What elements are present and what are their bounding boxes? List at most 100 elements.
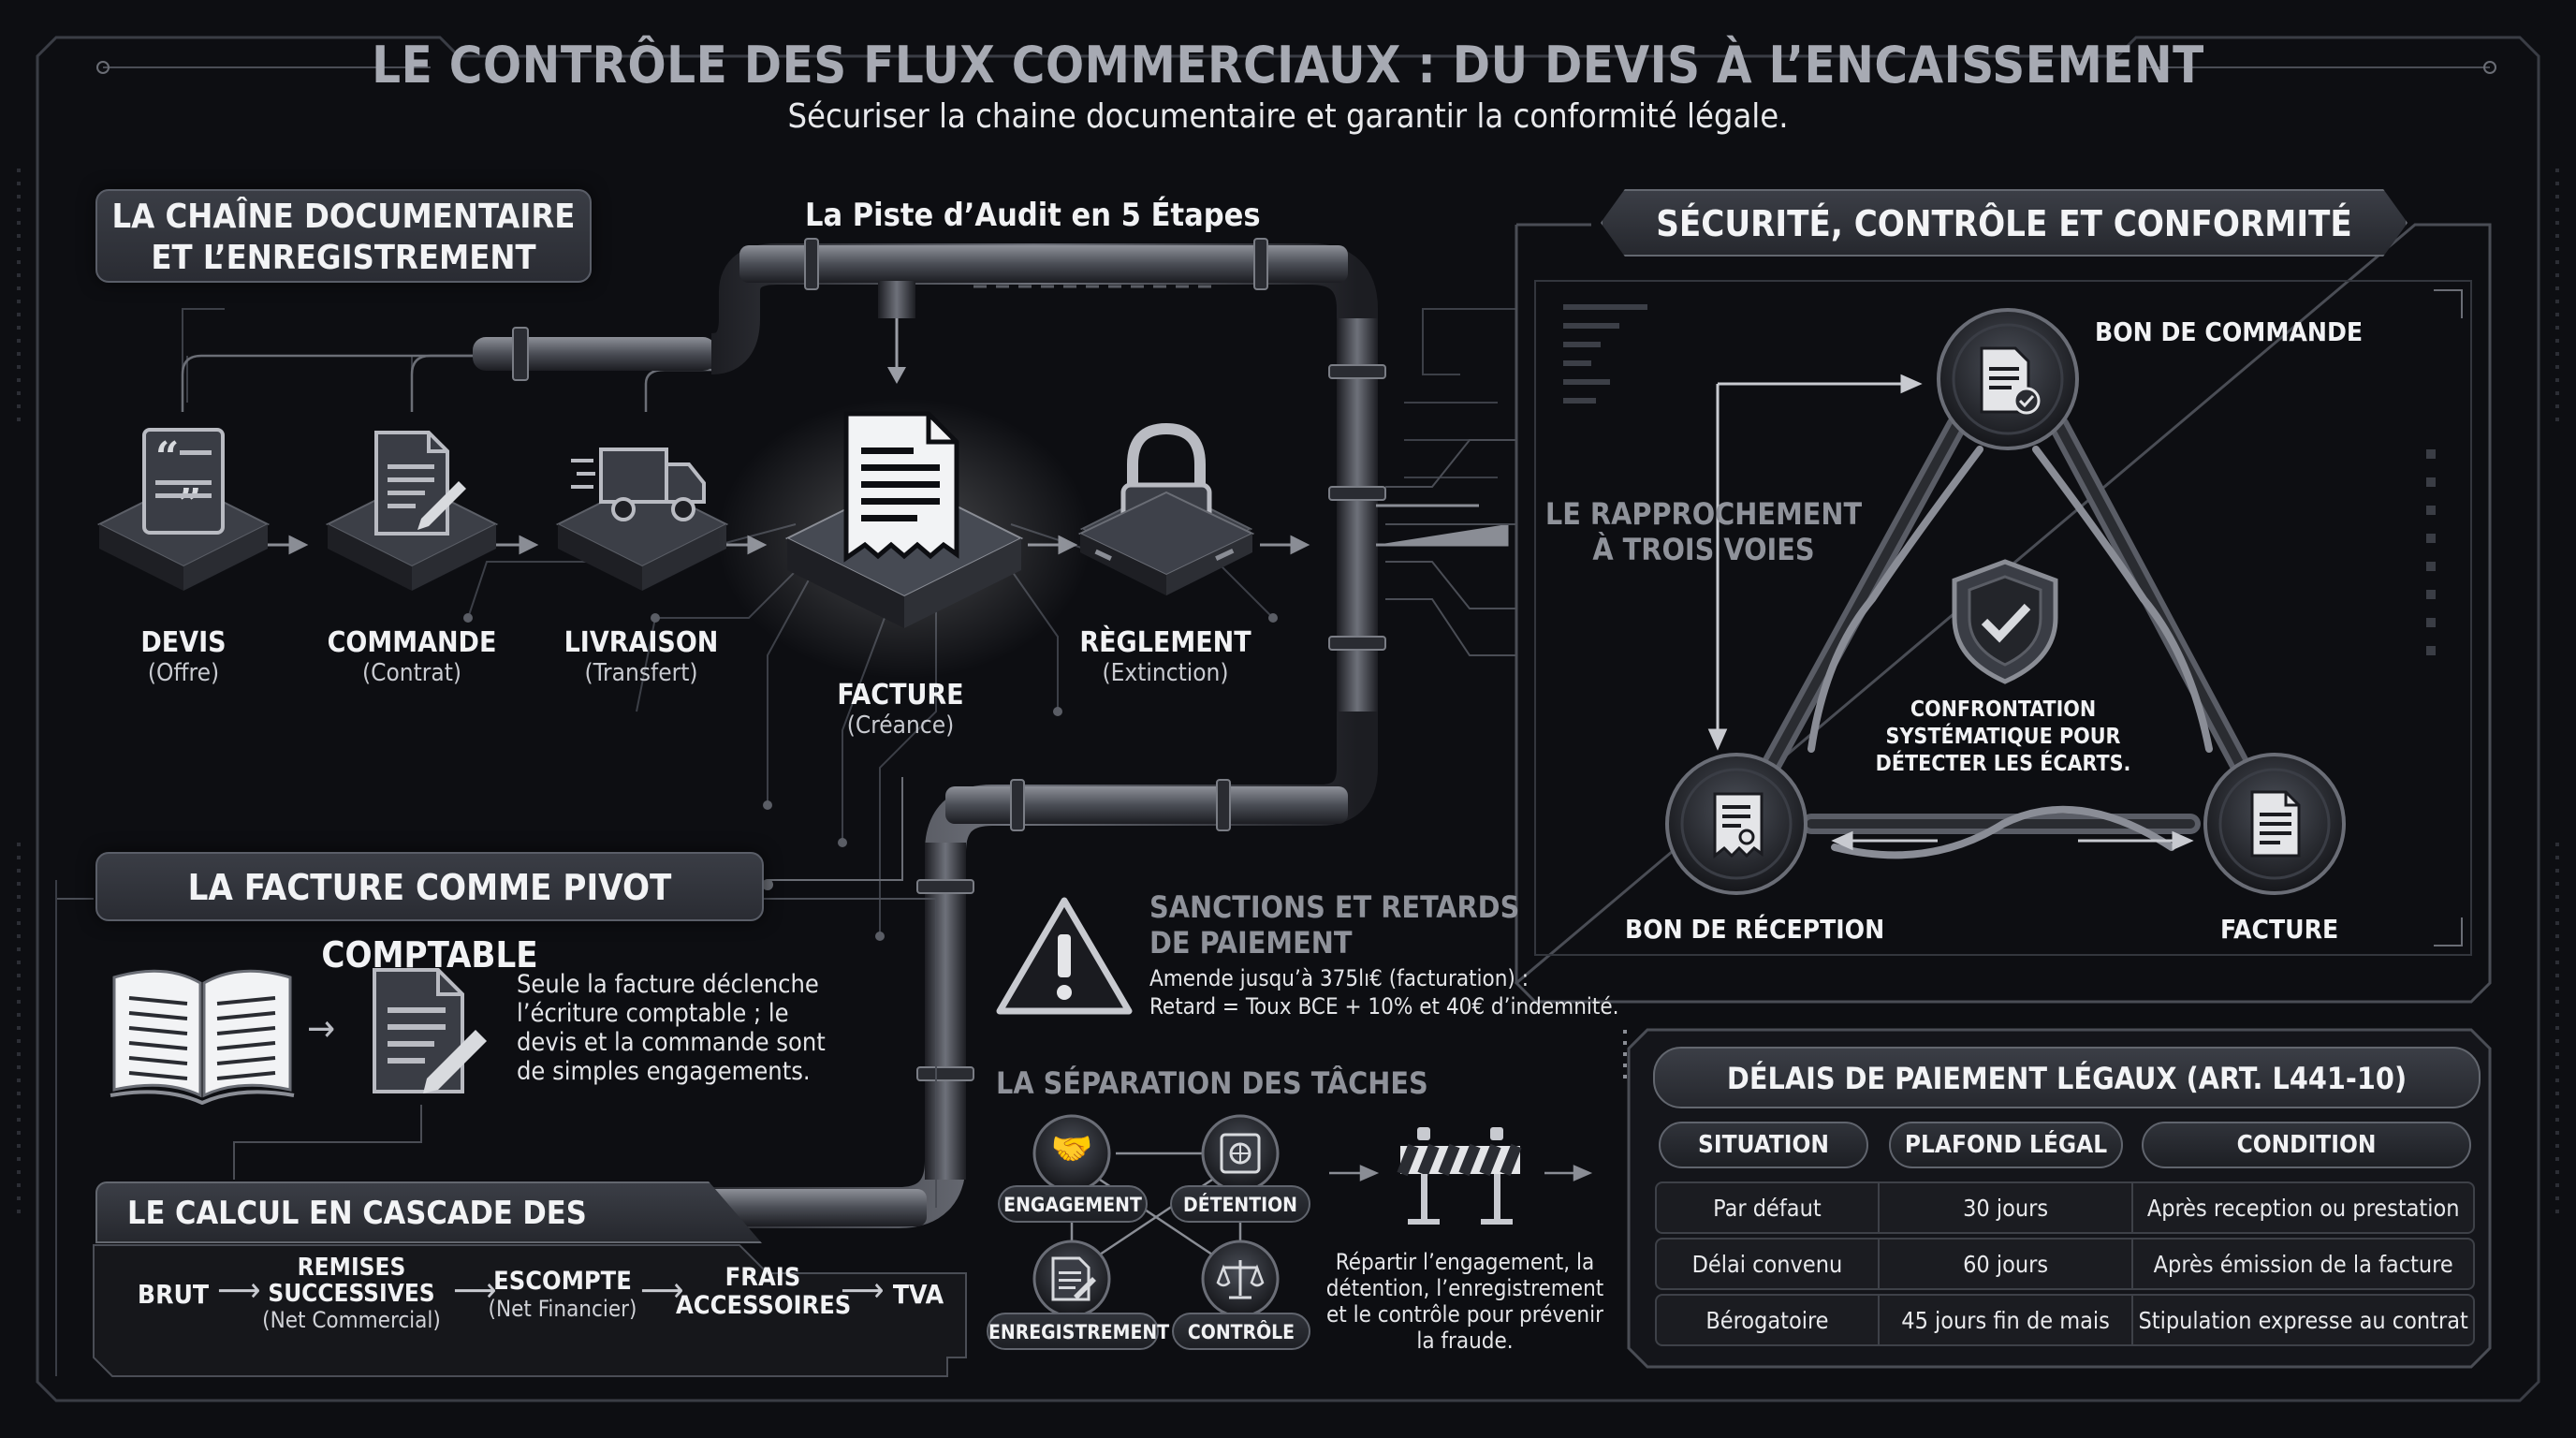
page-title: LE CONTRÔLE DES FLUX COMMERCIAUX : DU DE… <box>372 36 2204 95</box>
svg-text:“: “ <box>155 433 179 481</box>
pivot-text-line-2: l’écriture comptable ; le <box>517 999 789 1028</box>
ledger-icon <box>1051 1256 1096 1301</box>
separation-text-line-4: la fraude. <box>1416 1328 1514 1354</box>
column-header-plafond: PLAFOND LÉGAL <box>1889 1122 2123 1168</box>
delays-table: Par défaut 30 jours Après reception ou p… <box>1655 1181 2475 1346</box>
step-reglement: RÈGLEMENT (Extinction) <box>1067 626 1264 688</box>
cascade-escompte-sub: (Net Financier) <box>488 1296 637 1322</box>
cascade-arrow-icon: ⟶ <box>217 1271 261 1310</box>
separation-title: LA SÉPARATION DES TÂCHES <box>996 1065 1428 1101</box>
table-cell: Bérogatoire <box>1655 1294 1880 1346</box>
center-text-line-1: CONFRONTATION <box>1910 697 2097 722</box>
cascade-brut-label: BRUT <box>137 1279 210 1310</box>
table-row: Par défaut 30 jours Après reception ou p… <box>1655 1181 2475 1234</box>
cascade-arrow-icon: ⟶ <box>453 1271 497 1310</box>
cascade-item-brut: BRUT <box>131 1279 215 1310</box>
step-commande: COMMANDE (Contrat) <box>318 626 505 688</box>
table-cell: Délai convenu <box>1655 1238 1880 1290</box>
step-devis-label: DEVIS <box>140 626 227 659</box>
role-detention: DÉTENTION <box>1170 1185 1310 1223</box>
step-livraison-sub: (Transfert) <box>584 659 698 687</box>
pivot-text: Seule la facture déclenche l’écriture co… <box>517 970 826 1086</box>
quote-document-icon: “ ” <box>142 428 225 535</box>
warning-triangle-icon <box>996 897 1133 1015</box>
table-cell: Après reception ou prestation <box>2133 1181 2475 1234</box>
cascade-escompte-label: ESCOMPTE <box>493 1267 632 1296</box>
step-facture-label: FACTURE <box>837 679 964 712</box>
cascade-tva-label: TVA <box>892 1279 944 1310</box>
barrier-icon <box>1397 1127 1522 1225</box>
safe-icon <box>1220 1133 1261 1174</box>
pivot-text-line-3: devis et la commande sont <box>517 1028 826 1057</box>
step-livraison: LIVRAISON (Transfert) <box>548 626 735 688</box>
padlock-check-icon <box>1077 422 1255 595</box>
separation-text-line-1: Répartir l’engagement, la <box>1335 1249 1595 1275</box>
invoice-icon <box>2250 790 2301 858</box>
node-delivery-receipt-label: BON DE RÉCEPTION <box>1625 914 1885 945</box>
pivot-arrow-icon: → <box>307 1007 336 1050</box>
purchase-order-icon <box>1980 346 2041 415</box>
cascade-remises-sub: (Net Commercial) <box>262 1307 441 1333</box>
step-commande-label: COMMANDE <box>327 626 497 659</box>
sanctions-line-1: Amende jusqu’à 375lı€ (facturation) : <box>1149 965 1529 991</box>
separation-text: Répartir l’engagement, la détention, l’e… <box>1320 1249 1610 1354</box>
pivot-text-line-1: Seule la facture déclenche <box>517 970 819 999</box>
sanctions-title-line-2: DE PAIEMENT <box>1149 925 1353 961</box>
separation-text-line-2: détention, l’enregistrement <box>1325 1275 1604 1301</box>
step-devis-sub: (Offre) <box>147 659 220 687</box>
sanctions-line-2: Retard = Toux BCE + 10% et 40€ d’indemni… <box>1149 993 1619 1020</box>
pivot-section-header: LA FACTURE COMME PIVOT COMPTABLE <box>95 852 764 976</box>
cascade-arrow-icon: ⟶ <box>841 1271 885 1310</box>
step-devis: DEVIS (Offre) <box>99 626 268 688</box>
cascade-arrow-icon: ⟶ <box>640 1271 684 1310</box>
page-subtitle: Sécuriser la chaine documentaire et gara… <box>787 97 1789 136</box>
column-header-situation: SITUATION <box>1659 1122 1868 1168</box>
sanctions-text: Amende jusqu’à 375lı€ (facturation) : Re… <box>1149 964 1619 1020</box>
role-engagement: ENGAGEMENT <box>998 1185 1148 1223</box>
document-pen-icon <box>373 968 487 1093</box>
table-cell: Après émission de la facture <box>2133 1238 2475 1290</box>
cascade-remises-line-2: SUCCESSIVES <box>268 1280 435 1308</box>
delivery-truck-icon <box>571 448 706 521</box>
delays-section-header: DÉLAIS DE PAIEMENT LÉGAUX (ART. L441-10) <box>1653 1047 2481 1108</box>
pivot-text-line-4: de simples engagements. <box>517 1057 811 1086</box>
center-text-line-3: DÉTECTER LES ÉCARTS. <box>1875 752 2131 776</box>
audit-trail-title: La Piste d’Audit en 5 Étapes <box>805 197 1261 234</box>
cascade-item-frais: FRAIS ACCESSOIRES <box>676 1263 852 1320</box>
separation-text-line-3: et le contrôle pour prévenir <box>1326 1301 1603 1328</box>
table-row: Bérogatoire 45 jours fin de mais Stipula… <box>1655 1294 2475 1346</box>
cascade-item-remises: REMISES SUCCESSIVES (Net Commercial) <box>251 1255 452 1333</box>
chain-header-line-1: LA CHAÎNE DOCUMENTAIRE <box>111 198 576 236</box>
three-way-title-line-2: À TROIS VOIES <box>1592 532 1815 567</box>
chain-section-header: LA CHAÎNE DOCUMENTAIRE ET L’ENREGISTREME… <box>95 189 592 283</box>
role-enregistrement: ENREGISTREMENT <box>987 1313 1169 1350</box>
sanctions-title: SANCTIONS ET RETARDS DE PAIEMENT <box>1149 889 1519 961</box>
step-reglement-sub: (Extinction) <box>1102 659 1229 687</box>
shield-check-icon <box>1952 559 2058 684</box>
security-section-header: SÉCURITÉ, CONTRÔLE ET CONFORMITÉ LÉGALE <box>1601 189 2408 257</box>
cascade-frais-line-2: ACCESSOIRES <box>676 1291 852 1320</box>
step-facture-sub: (Créance) <box>846 712 955 740</box>
step-reglement-label: RÈGLEMENT <box>1079 626 1251 659</box>
node-invoice-label: FACTURE <box>2220 914 2339 945</box>
handshake-icon: 🤝 <box>1050 1130 1093 1168</box>
invoice-receipt-icon <box>843 411 959 563</box>
signed-document-icon <box>374 431 466 536</box>
table-cell: 30 jours <box>1879 1181 2134 1234</box>
step-facture: FACTURE (Créance) <box>807 679 994 741</box>
cascade-frais-line-1: FRAIS <box>724 1263 801 1292</box>
three-way-title: LE RAPPROCHEMENT À TROIS VOIES <box>1544 496 1863 567</box>
role-controle: CONTRÔLE <box>1172 1313 1310 1350</box>
step-commande-sub: (Contrat) <box>361 659 461 687</box>
table-cell: 60 jours <box>1879 1238 2134 1290</box>
table-cell: Par défaut <box>1655 1181 1880 1234</box>
open-book-icon <box>110 969 295 1105</box>
center-text-line-2: SYSTÉMATIQUE POUR <box>1885 725 2121 749</box>
cascade-item-tva: TVA <box>884 1279 953 1310</box>
sanctions-title-line-1: SANCTIONS ET RETARDS <box>1149 889 1520 925</box>
step-livraison-label: LIVRAISON <box>564 626 719 659</box>
cascade-remises-line-1: REMISES <box>297 1254 406 1282</box>
column-header-condition: CONDITION <box>2142 1122 2471 1168</box>
chain-header-line-2: ET L’ENREGISTREMENT <box>151 239 536 277</box>
table-cell: 45 jours fin de mais <box>1879 1294 2134 1346</box>
